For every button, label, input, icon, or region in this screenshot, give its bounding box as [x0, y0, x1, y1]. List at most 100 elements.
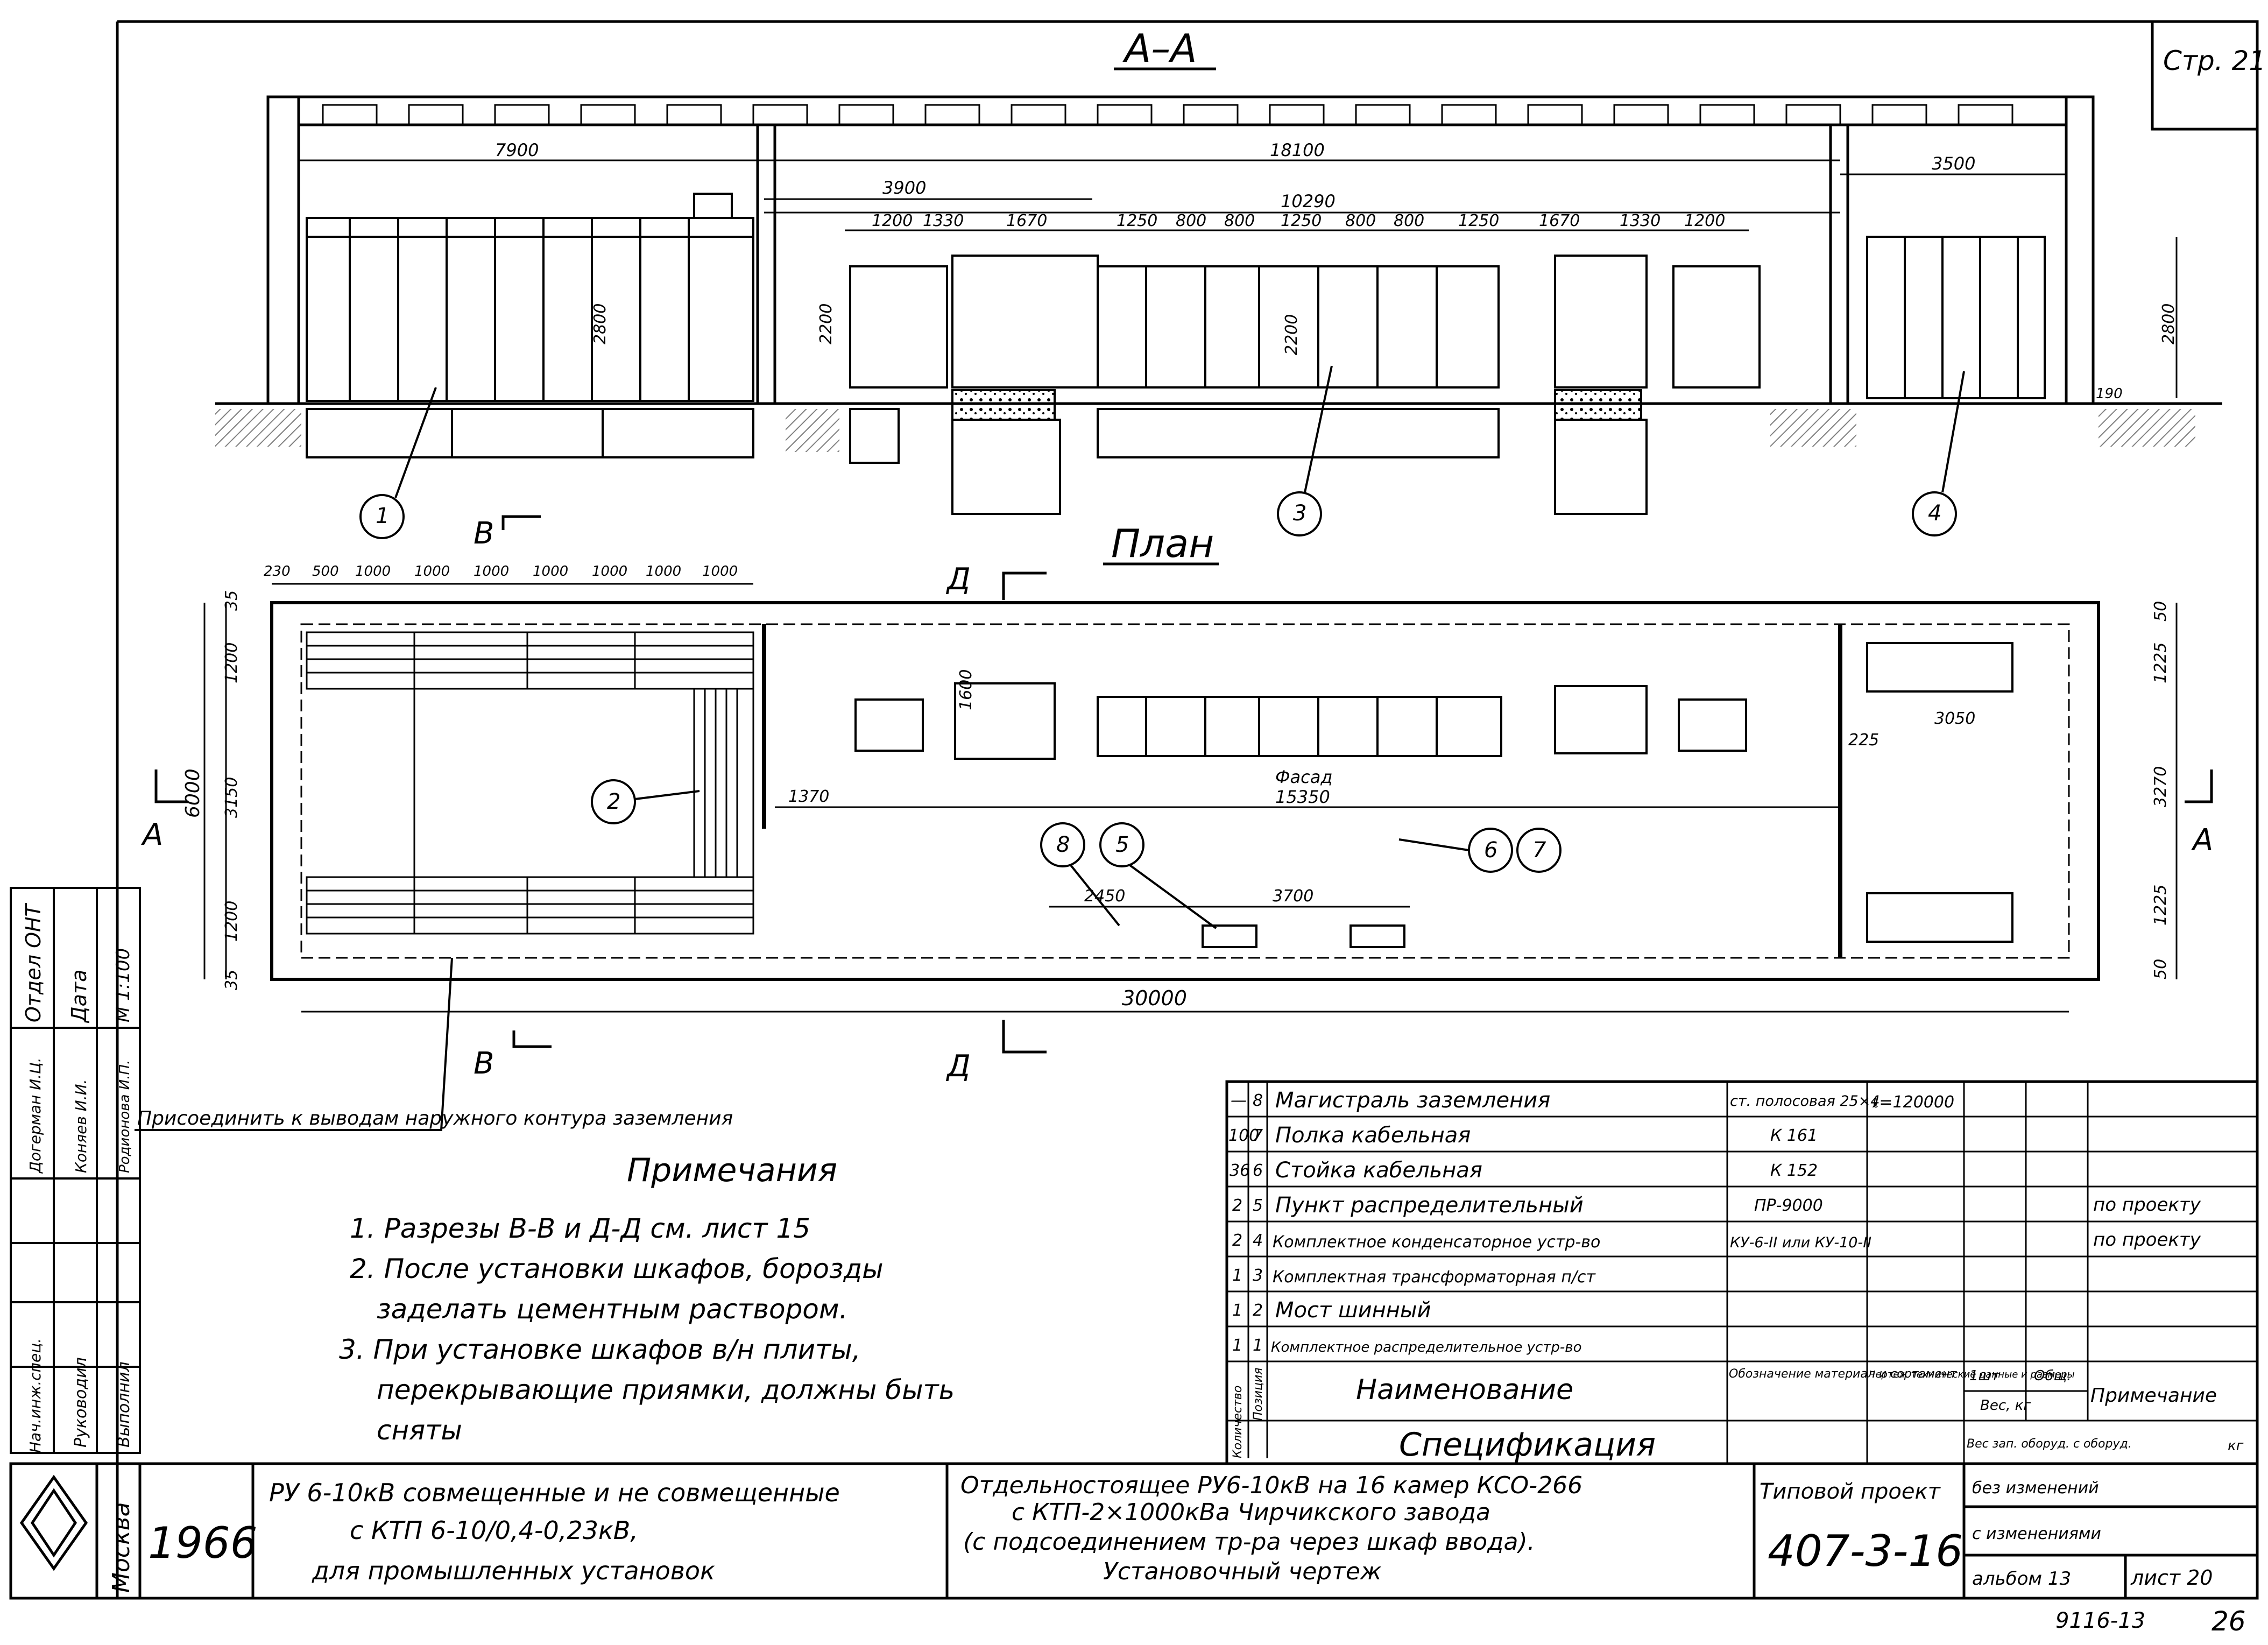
dim-aa-10290: 10290	[1281, 191, 1336, 211]
callout-3: 3	[1293, 501, 1306, 526]
tb-drawing-title: с КТП-2×1000кВа Чирчикского завода	[1012, 1499, 1490, 1526]
spec-data: ℓ=120000	[1872, 1093, 1954, 1112]
spec-pos: 5	[1253, 1196, 1263, 1215]
note-line: перекрывающие приямки, должны быть	[377, 1374, 955, 1406]
dim-row: 1670	[1539, 211, 1580, 230]
spec-designation: К 161	[1770, 1126, 1818, 1145]
spec-designation: ПР-9000	[1754, 1196, 1823, 1215]
callout-1: 1	[376, 504, 389, 528]
title-block-text: Москва 1966 РУ 6-10кВ совмещенные и не с…	[108, 1472, 2246, 1637]
spec-designation: К 152	[1770, 1161, 1818, 1180]
note-line: 3. При установке шкафов в/н плиты,	[339, 1334, 861, 1365]
spec-pos: 7	[1253, 1126, 1263, 1145]
condenser-unit	[1866, 236, 2046, 399]
side-stamp-text: Отдел ОНТ Дата М 1:100 Нач.инж.спец. Рук…	[22, 902, 134, 1453]
callout-6: 6	[1484, 838, 1497, 863]
spec-name: Магистраль заземления	[1275, 1088, 1550, 1113]
aa-row-dims: 1200 1330 1670 1250 800 800 1250 800 800…	[872, 211, 1725, 230]
spec-name: Комплектная трансформаторная п/ст	[1273, 1268, 1596, 1287]
dim-h-2800-right: 2800	[2159, 303, 2178, 344]
spec-name: Пункт распределительный	[1275, 1193, 1584, 1218]
dim-row: 800	[1176, 211, 1206, 230]
spec-qty: 2	[1232, 1196, 1242, 1215]
dim-aa-7900: 7900	[495, 140, 539, 160]
title-block	[9, 1462, 2259, 1600]
dim-row: 800	[1345, 211, 1376, 230]
spec-weight-note: Вес зап. оборуд. с оборуд.	[1967, 1437, 2132, 1451]
spec-rows: — 8 Магистраль заземления ст. полосовая …	[1228, 1088, 2201, 1355]
tb-city: Москва	[108, 1502, 135, 1593]
tb-project-title: РУ 6-10кВ совмещенные и не совмещенные	[269, 1478, 840, 1507]
dim-aa-3900: 3900	[882, 178, 926, 198]
spec-qty: 100	[1228, 1126, 1259, 1145]
logo-emblem	[19, 1474, 88, 1571]
dim-left: 6000	[182, 768, 204, 818]
spec-note: по проекту	[2093, 1194, 2201, 1216]
dim-top: 1000	[355, 563, 391, 580]
dim-row: 1200	[1684, 211, 1725, 230]
plan-inner-dims: 1600 3050 225 1370 2450 3700	[788, 669, 1975, 906]
spec-header-weight: Вес, кг	[1980, 1397, 2031, 1414]
facade-dim: 15350	[1275, 787, 1330, 807]
stamp-scale: М 1:100	[112, 948, 134, 1022]
dim-aa-3500: 3500	[1932, 153, 1975, 174]
plan-callouts	[591, 779, 1562, 929]
ground-hatching	[215, 409, 2195, 452]
dim-row: 800	[1224, 211, 1255, 230]
dim-inner: 225	[1848, 731, 1879, 750]
spec-pos: 8	[1253, 1091, 1263, 1110]
tb-drawing-title: Установочный чертеж	[1103, 1558, 1382, 1585]
spec-header-unit: 1шт	[1969, 1368, 1999, 1384]
dim-left: 3150	[222, 777, 241, 818]
spec-name: Полка кабельная	[1275, 1123, 1471, 1148]
tb-album: альбом 13	[1972, 1568, 2071, 1590]
dim-right: 50	[2151, 959, 2170, 979]
callout-2: 2	[607, 789, 620, 814]
dim-row: 1670	[1006, 211, 1047, 230]
facade-label: Фасад	[1275, 767, 1332, 787]
spec-qty: —	[1231, 1091, 1247, 1110]
tb-variant-2: с изменениями	[1972, 1524, 2101, 1543]
note-line: 1. Разрезы В-В и Д-Д см. лист 15	[350, 1213, 810, 1244]
spec-name: Комплектное конденсаторное устр-во	[1273, 1233, 1600, 1252]
spec-pos: 3	[1253, 1266, 1263, 1285]
spec-header-name: Наименование	[1356, 1374, 1573, 1406]
section-mark-b-top: В	[474, 516, 494, 551]
dim-right: 1225	[2151, 643, 2170, 683]
spec-header-pos: Позиция	[1252, 1367, 1265, 1421]
spec-pos: 4	[1253, 1231, 1263, 1250]
stamp-date-label: Дата	[67, 970, 91, 1023]
dim-top: 1000	[592, 563, 627, 580]
plan-view: План В В Д Д А А	[141, 515, 2213, 1084]
dim-row: 1330	[1620, 211, 1661, 230]
dim-right: 50	[2151, 601, 2170, 622]
note-line: заделать цементным раствором.	[377, 1294, 848, 1325]
dim-row: 800	[1394, 211, 1424, 230]
dim-inner: 1600	[957, 669, 976, 710]
spec-header-data: Чертеж технические данные и размеры	[1869, 1369, 2075, 1380]
transformer-substation	[849, 255, 1761, 421]
dim-row: 1250	[1117, 211, 1157, 230]
section-mark-b-bottom: В	[474, 1046, 494, 1081]
dim-right: 1225	[2151, 885, 2170, 926]
stamp-dept: Отдел ОНТ	[22, 902, 45, 1022]
walls-section	[266, 95, 2095, 405]
tb-sheet: лист 20	[2130, 1566, 2213, 1590]
stamp-role: Выполнил	[115, 1361, 133, 1448]
spec-header-note: Примечание	[2090, 1385, 2217, 1407]
spec-pos: 6	[1253, 1161, 1263, 1180]
callout-7: 7	[1532, 838, 1546, 863]
spec-header-qty: Количество	[1231, 1386, 1245, 1458]
spec-name: Стойка кабельная	[1275, 1158, 1482, 1183]
dim-h-2200-left: 2200	[817, 303, 836, 344]
tb-archive: 9116-13	[2055, 1608, 2145, 1633]
stamp-name: Родионова И.П.	[117, 1060, 133, 1173]
dim-row: 1200	[872, 211, 913, 230]
roof-ribs	[322, 104, 2013, 125]
cable-racks	[306, 631, 754, 935]
switchgear-cabinets	[306, 193, 754, 402]
dim-right: 3270	[2151, 766, 2170, 807]
plan-left-dims: 35 1200 6000 3150 1200 35	[182, 590, 241, 990]
